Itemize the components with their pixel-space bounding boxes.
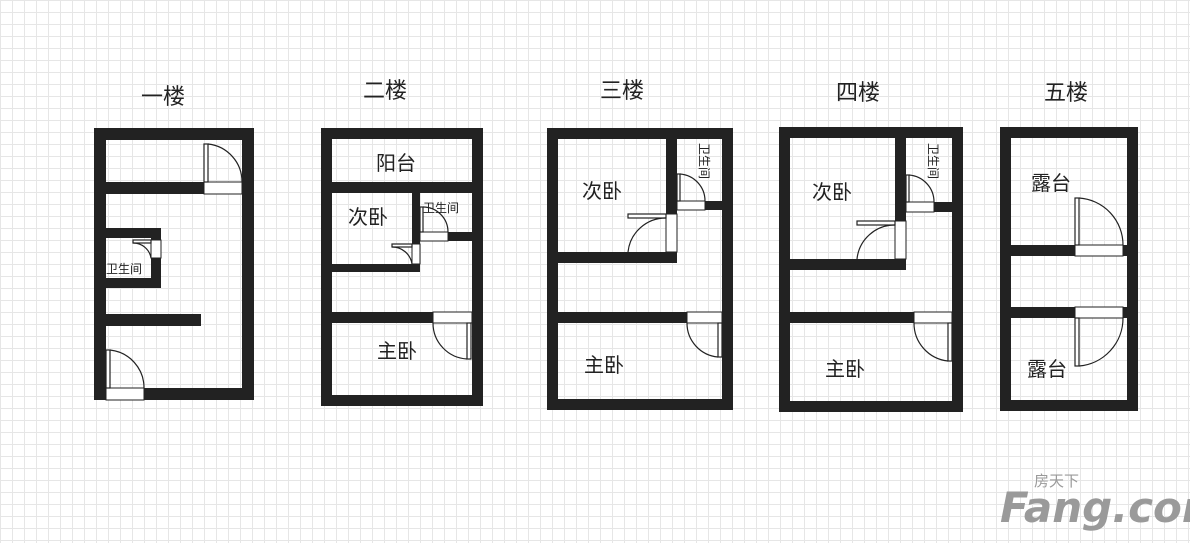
floor-5-door-bottom bbox=[1074, 306, 1124, 367]
floor-2-door-bedroom bbox=[391, 243, 421, 265]
floor-3-walls bbox=[547, 128, 733, 410]
floor-1-bathroom-label: 卫生间 bbox=[106, 262, 142, 276]
floor-3-title: 三楼 bbox=[600, 79, 644, 104]
watermark-brand: Fang.com bbox=[1000, 483, 1190, 532]
floor-3-door-bath bbox=[676, 173, 706, 211]
floor-5-door-top bbox=[1074, 197, 1124, 257]
floor-3: 三楼 次卧 卫生间 主卧 bbox=[547, 79, 733, 410]
floor-2-balcony-label: 阳台 bbox=[376, 151, 416, 175]
floor-3-second-bedroom-label: 次卧 bbox=[582, 179, 622, 203]
fang-watermark: 房天下 Fang.com bbox=[1000, 472, 1190, 532]
floor-4-title: 四楼 bbox=[836, 81, 880, 106]
floor-2-second-bedroom-label: 次卧 bbox=[348, 205, 388, 229]
floor-5-walls bbox=[1000, 127, 1138, 411]
floor-4-door-bath bbox=[905, 174, 935, 213]
floor-1-title: 一楼 bbox=[141, 85, 185, 110]
floor-4-door-bedroom bbox=[856, 220, 907, 260]
floor-5-terrace-bottom-label: 露台 bbox=[1027, 357, 1067, 381]
floor-4-bathroom-label: 卫生间 bbox=[926, 143, 940, 179]
floor-4-second-bedroom-label: 次卧 bbox=[812, 180, 852, 204]
floor-4: 四楼 次卧 卫生间 主卧 bbox=[779, 81, 963, 412]
watermark-chinese: 房天下 bbox=[1034, 472, 1079, 490]
floor-2-master-bedroom-label: 主卧 bbox=[377, 339, 417, 363]
floor-2: 二楼 阳台 次卧 卫生间 主卧 bbox=[321, 79, 483, 406]
floor-2-door-master bbox=[432, 311, 473, 360]
floor-3-bathroom-label: 卫生间 bbox=[697, 143, 711, 179]
floor-4-master-bedroom-label: 主卧 bbox=[825, 357, 865, 381]
floor-3-master-bedroom-label: 主卧 bbox=[584, 353, 624, 377]
floor-2-door-bath bbox=[419, 206, 449, 242]
floor-1-door-bath bbox=[132, 239, 162, 259]
floor-4-walls bbox=[779, 127, 963, 412]
floor-1: 一楼 卫生间 bbox=[94, 85, 254, 401]
floor-1-entry-door bbox=[105, 349, 145, 401]
floor-5-title: 五楼 bbox=[1044, 81, 1088, 106]
floor-4-door-master bbox=[913, 311, 953, 362]
floor-5-terrace-top-label: 露台 bbox=[1031, 171, 1071, 195]
floor-3-door-bedroom bbox=[627, 213, 678, 253]
floor-3-door-master bbox=[686, 311, 723, 358]
floor-2-bathroom-label: 卫生间 bbox=[423, 201, 459, 215]
floor-5: 五楼 露台 露台 bbox=[1000, 81, 1138, 411]
floor-1-door-upper bbox=[203, 143, 243, 195]
floor-2-title: 二楼 bbox=[363, 79, 407, 104]
